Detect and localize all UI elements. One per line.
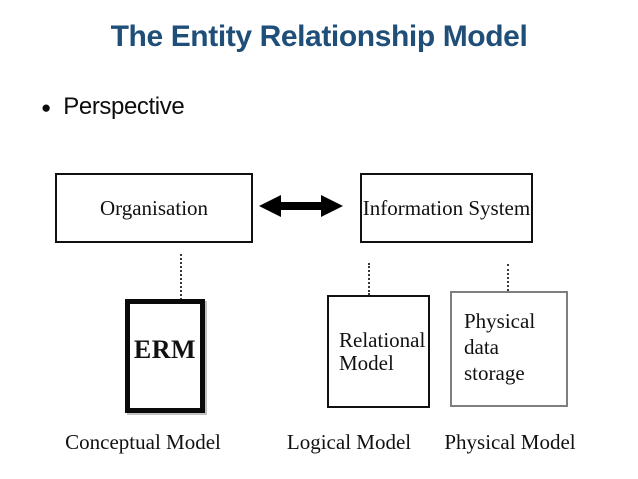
physical-storage-line2: data bbox=[464, 335, 499, 359]
bullet-dot-icon: ● bbox=[41, 97, 52, 117]
dotted-connector-infosystem-physical bbox=[507, 264, 509, 291]
bullet-label: Perspective bbox=[63, 93, 185, 120]
organisation-box: Organisation bbox=[55, 173, 253, 243]
double-arrow-icon bbox=[259, 195, 343, 217]
physical-model-label: Physical Model bbox=[444, 430, 576, 454]
logical-model-label: Logical Model bbox=[286, 430, 412, 454]
bullet-item-perspective: ● Perspective bbox=[41, 93, 185, 121]
physical-storage-line3: storage bbox=[464, 361, 525, 385]
information-system-box: Information System bbox=[360, 173, 533, 243]
relational-model-line2: Model bbox=[339, 350, 394, 375]
dotted-connector-organisation-erm bbox=[180, 254, 182, 300]
physical-data-storage-box: Physical data storage bbox=[450, 291, 568, 407]
relational-model-line1: Relational bbox=[339, 327, 426, 352]
organisation-label: Organisation bbox=[99, 195, 209, 220]
conceptual-model-label: Conceptual Model bbox=[65, 430, 221, 454]
relational-model-box: Relational Model bbox=[327, 295, 430, 408]
physical-storage-line1: Physical bbox=[464, 309, 536, 333]
dotted-connector-infosystem-relational bbox=[368, 263, 370, 295]
erm-box: ERM bbox=[125, 299, 205, 413]
erm-label: ERM bbox=[133, 335, 197, 364]
slide-title: The Entity Relationship Model bbox=[110, 20, 528, 53]
information-system-label: Information System bbox=[362, 195, 531, 220]
